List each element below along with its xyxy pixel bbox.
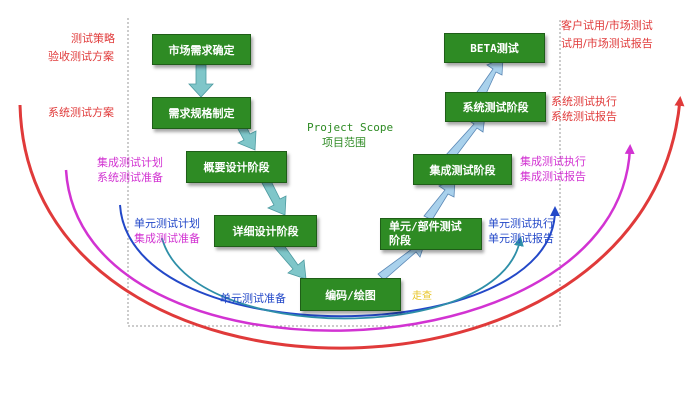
market-requirements-box: 市场需求确定 [152,34,251,65]
label-customer-trial: 客户试用/市场测试 [561,19,653,32]
unit-arc [161,236,524,320]
beta-test-box: BETA测试 [444,33,545,63]
label-acceptance-plan: 验收测试方案 [48,50,114,63]
requirements-spec-box: 需求规格制定 [152,97,251,129]
label-system-exec: 系统测试执行 [551,95,617,108]
integration-test-box: 集成测试阶段 [413,154,512,185]
label-integration-exec: 集成测试执行 [520,155,586,168]
arrow-outline-to-detail [261,178,287,216]
label-unit-exec: 单元测试执行 [488,217,554,230]
label-integration-report: 集成测试报告 [520,170,586,183]
label-system-plan: 系统测试方案 [48,106,114,119]
label-trial-report: 试用/市场测试报告 [561,37,653,50]
label-walkthrough: 走查 [412,291,432,302]
label-unit-report: 单元测试报告 [488,232,554,245]
scope-frame [127,18,561,327]
project-scope-title: Project Scope [307,121,394,134]
label-system-report: 系统测试报告 [551,110,617,123]
label-integration-prep: 集成测试准备 [134,232,200,245]
system-test-box: 系统测试阶段 [445,92,546,122]
unit-test-box-line2: 阶段 [389,234,411,247]
integration-arc [119,204,560,318]
unit-test-box: 单元/部件测试 阶段 [380,218,482,250]
arrow-unit-to-integration [423,179,456,221]
project-scope-subtitle: 项目范围 [322,136,366,149]
label-unit-plan: 单元测试计划 [134,217,200,230]
arrow-system-to-beta [476,57,504,97]
detail-design-box: 详细设计阶段 [214,215,317,247]
outline-design-box: 概要设计阶段 [186,151,287,183]
label-unit-prep: 单元测试准备 [220,292,286,305]
label-test-strategy: 测试策略 [71,32,115,45]
arrow-market-to-spec [188,64,214,98]
label-integration-plan: 集成测试计划 [97,156,163,169]
label-system-prep: 系统测试准备 [97,171,163,184]
unit-test-box-line1: 单元/部件测试 [389,220,462,233]
coding-box: 编码/绘图 [300,278,401,311]
acceptance-arc [18,96,685,350]
system-arc [64,144,635,332]
